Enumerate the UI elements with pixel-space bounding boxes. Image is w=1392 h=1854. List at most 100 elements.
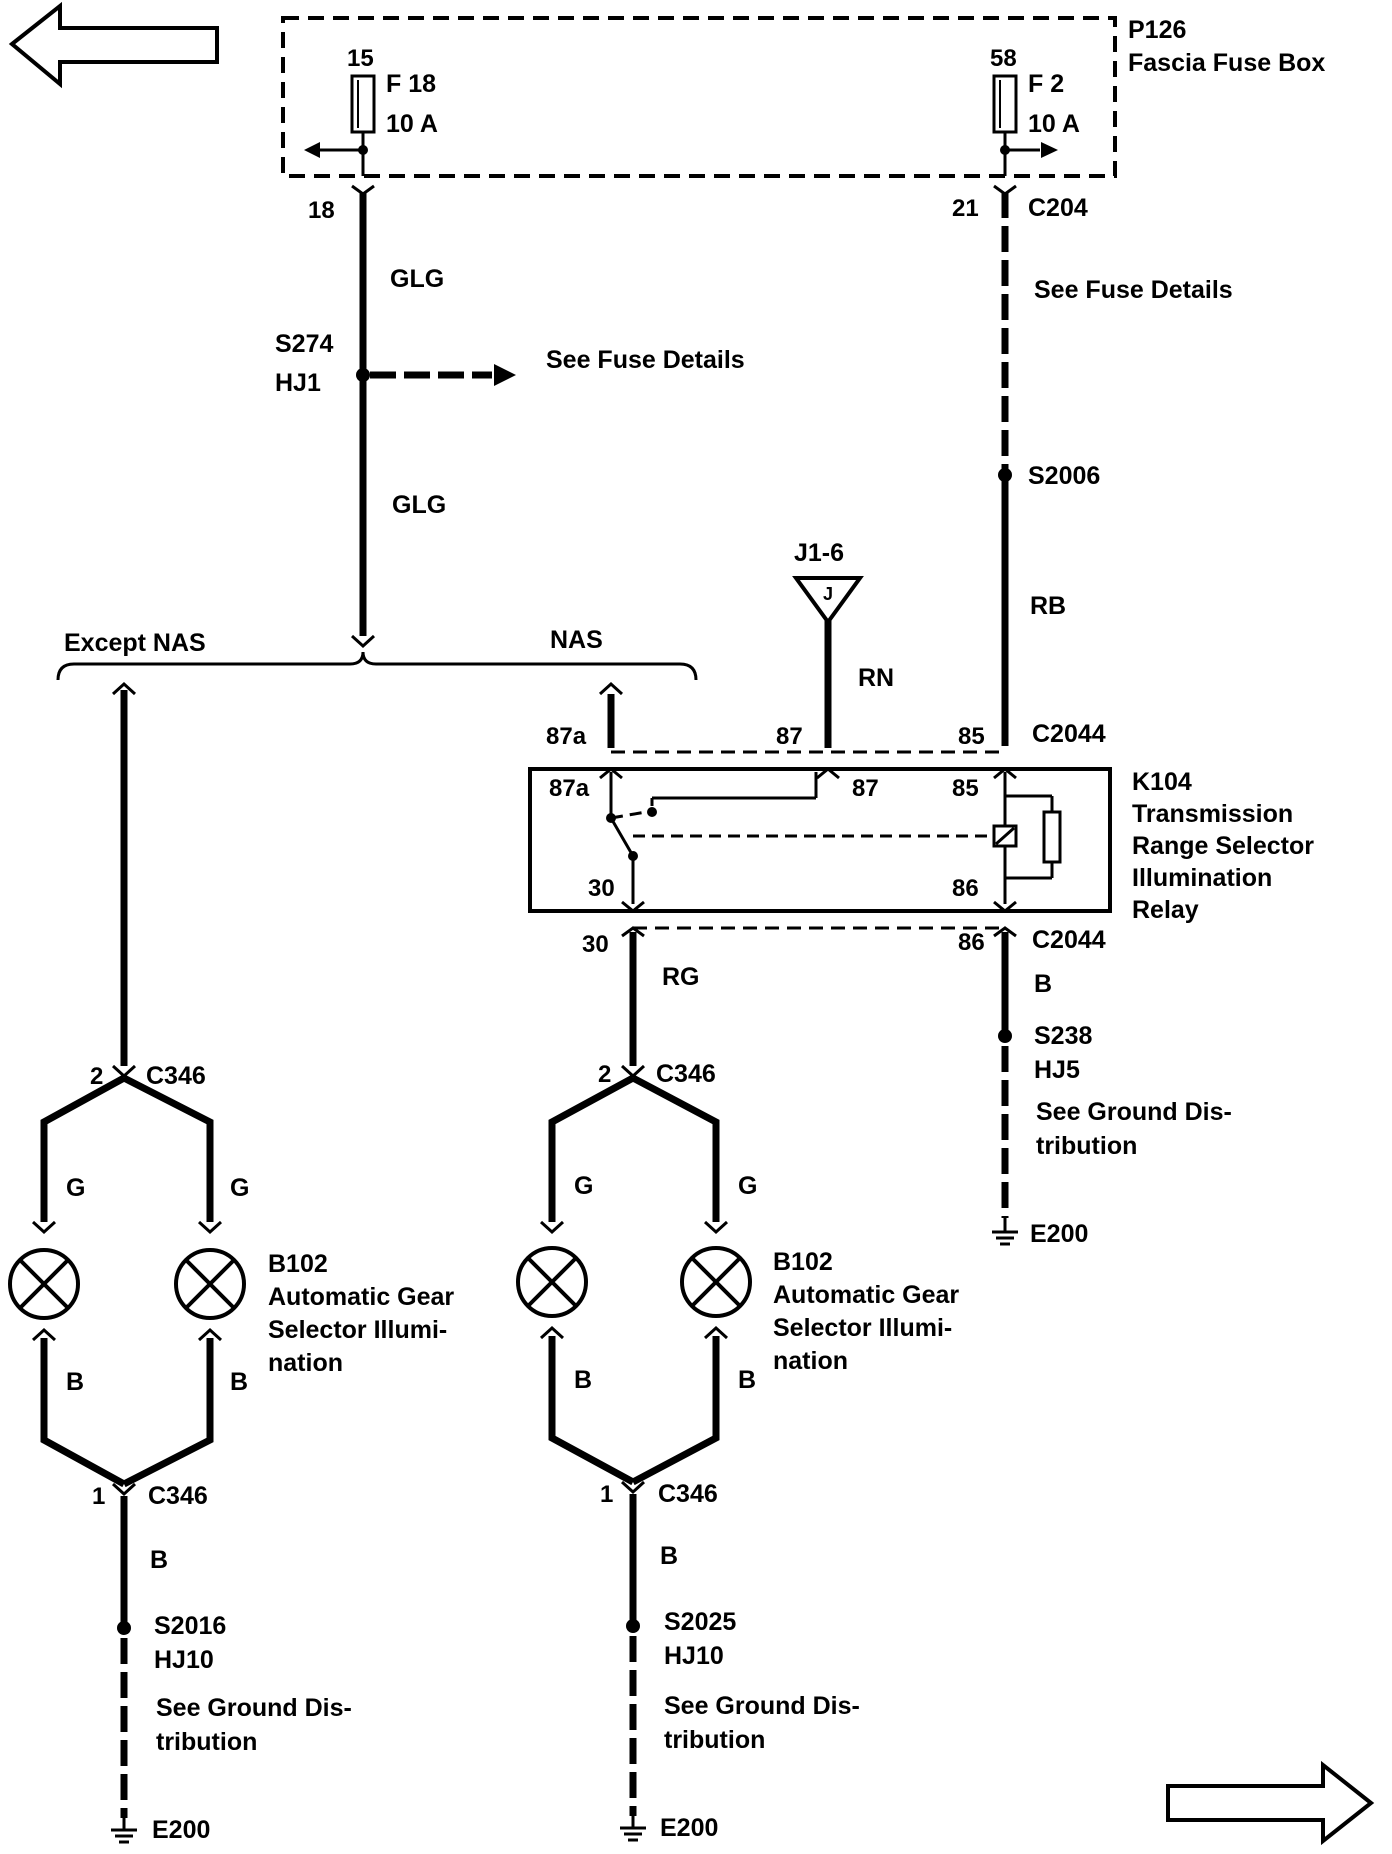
splice-s238 (998, 1029, 1012, 1043)
lamp-right-name-2: Selector Illumi- (773, 1314, 952, 1342)
lamp-bulb-icon (680, 1246, 752, 1318)
relay-output-circuit: RG (621, 926, 700, 1066)
fuse-f18: 15 F 18 10 A (304, 45, 438, 176)
lamp-left-wire-b-1: B (66, 1368, 84, 1396)
connector-c2044-label-top: C2044 (1032, 720, 1106, 748)
splice-s2006 (998, 468, 1012, 482)
c2044-pin-85: 85 (958, 723, 985, 750)
lamp-right-bottom-pin: 1 (600, 1481, 613, 1508)
relay-name-line2: Range Selector (1132, 832, 1314, 860)
splice-s2025 (626, 1619, 640, 1633)
splice-s274 (356, 368, 370, 382)
see-ground-relay-2[interactable]: tribution (1036, 1132, 1137, 1160)
c2044-pin-87a: 87a (546, 723, 587, 750)
harness-hj10-right: HJ10 (664, 1642, 724, 1670)
lamp-right-wire-g-2: G (738, 1172, 757, 1200)
connector-c2044-top: 87a 87 85 C2044 (546, 681, 1106, 754)
lamp-left-name-3: nation (268, 1349, 343, 1377)
fuse-box-name: Fascia Fuse Box (1128, 49, 1325, 77)
ground-e200-left: E200 (152, 1816, 210, 1844)
branch-except-nas: Except NAS (64, 629, 206, 657)
wire-label-glg-2: GLG (392, 491, 446, 519)
fuse-f18-name: F 18 (386, 70, 436, 98)
right-feed-pin: 21 (952, 195, 979, 222)
connector-c2044-label-bottom: C2044 (1032, 926, 1106, 954)
lamp-left-bottom-pin: 1 (92, 1483, 105, 1510)
lamp-right-bottom-connector: C346 (658, 1480, 718, 1508)
lamp-left-wire-b-2: B (230, 1368, 248, 1396)
lamp-right-wire-b-ground: B (660, 1542, 678, 1570)
left-feed-pin: 18 (308, 197, 335, 224)
relay-pin-86: 86 (952, 875, 979, 902)
lamp-left-name-2: Selector Illumi- (268, 1316, 447, 1344)
lamp-left-wire-b-ground: B (150, 1546, 168, 1574)
connector-c2044-bottom: 30 86 C2044 (582, 926, 1106, 958)
fuse-f18-pin: 15 (347, 45, 374, 72)
fuse-box-id: P126 (1128, 16, 1186, 44)
see-fuse-details-left[interactable]: See Fuse Details (546, 346, 745, 374)
jumper-label: J1-6 (794, 539, 844, 567)
ground-e200-relay: E200 (1030, 1220, 1088, 1248)
lamp-right-wire-b-1: B (574, 1366, 592, 1394)
ground-symbol-icon (992, 1218, 1018, 1246)
wire-label-rb: RB (1030, 592, 1066, 620)
splice-s2006-label: S2006 (1028, 462, 1100, 490)
relay-name-line1: Transmission (1132, 800, 1293, 828)
previous-page-arrow-icon[interactable] (8, 1, 219, 89)
harness-hj10-left: HJ10 (154, 1646, 214, 1674)
see-ground-left-2[interactable]: tribution (156, 1728, 257, 1756)
see-ground-relay-1[interactable]: See Ground Dis- (1036, 1098, 1232, 1126)
relay-pin-30: 30 (588, 875, 615, 902)
lamp-bulb-icon (8, 1248, 80, 1320)
lamp-right-name-3: nation (773, 1347, 848, 1375)
see-ground-left-1[interactable]: See Ground Dis- (156, 1694, 352, 1722)
fuse-f2-name: F 2 (1028, 70, 1064, 98)
fuse-f2: 58 F 2 10 A (990, 45, 1080, 176)
left-feed-circuit: 18 GLG S274 HJ1 See Fuse Details GLG (275, 184, 745, 649)
lamp-right-name-1: Automatic Gear (773, 1281, 959, 1309)
jumper-j1-6: J1-6 J RN (792, 539, 894, 748)
lamp-right-top-connector: C346 (656, 1060, 716, 1088)
splice-s2025-label: S2025 (664, 1608, 736, 1636)
see-ground-right-2[interactable]: tribution (664, 1726, 765, 1754)
ground-symbol-icon (620, 1816, 646, 1842)
next-page-arrow-icon[interactable] (1166, 1760, 1375, 1846)
lamp-left-id: B102 (268, 1250, 328, 1278)
arrow-right-icon (494, 364, 516, 386)
c2044-pin-86: 86 (958, 929, 985, 956)
relay-name-line4: Relay (1132, 896, 1199, 924)
see-ground-right-1[interactable]: See Ground Dis- (664, 1692, 860, 1720)
lamp-group-left: 2 C346 G G B102 Automatic Gear Selector … (8, 1062, 454, 1844)
relay-pin-87: 87 (852, 775, 879, 802)
ground-symbol-icon (111, 1818, 137, 1844)
wire-label-rn: RN (858, 664, 894, 692)
splice-s2016 (117, 1621, 131, 1635)
lamp-bulb-icon (174, 1248, 246, 1320)
lamp-left-name-1: Automatic Gear (268, 1283, 454, 1311)
relay-name-line3: Illumination (1132, 864, 1272, 892)
connector-c204: C204 (1028, 194, 1088, 222)
wire-label-b-relay: B (1034, 970, 1052, 998)
right-feed-circuit: 21 C204 See Fuse Details S2006 RB (952, 184, 1233, 746)
lamp-right-top-pin: 2 (598, 1061, 611, 1088)
c2044-pin-87: 87 (776, 723, 803, 750)
lamp-right-wire-g-1: G (574, 1172, 593, 1200)
lamp-bulb-icon (516, 1246, 588, 1318)
branch-nas: NAS (550, 626, 603, 654)
arrow-left-small-icon (304, 142, 320, 158)
fuse-f2-rating: 10 A (1028, 110, 1080, 138)
option-branch-bracket: Except NAS NAS (56, 626, 698, 681)
lamp-left-top-pin: 2 (90, 1063, 103, 1090)
except-nas-feed (111, 681, 137, 1066)
splice-s274-label: S274 (275, 330, 333, 358)
harness-hj1-label: HJ1 (275, 369, 321, 397)
lamp-group-right: 2 C346 G G B102 Automatic Gear Selector … (516, 1060, 959, 1842)
relay-pin-87a: 87a (549, 775, 590, 802)
splice-s238-label: S238 (1034, 1022, 1092, 1050)
relay-pin-85: 85 (952, 775, 979, 802)
c2044-pin-30: 30 (582, 931, 609, 958)
see-fuse-details-right[interactable]: See Fuse Details (1034, 276, 1233, 304)
harness-hj5-label: HJ5 (1034, 1056, 1080, 1084)
lamp-left-top-connector: C346 (146, 1062, 206, 1090)
